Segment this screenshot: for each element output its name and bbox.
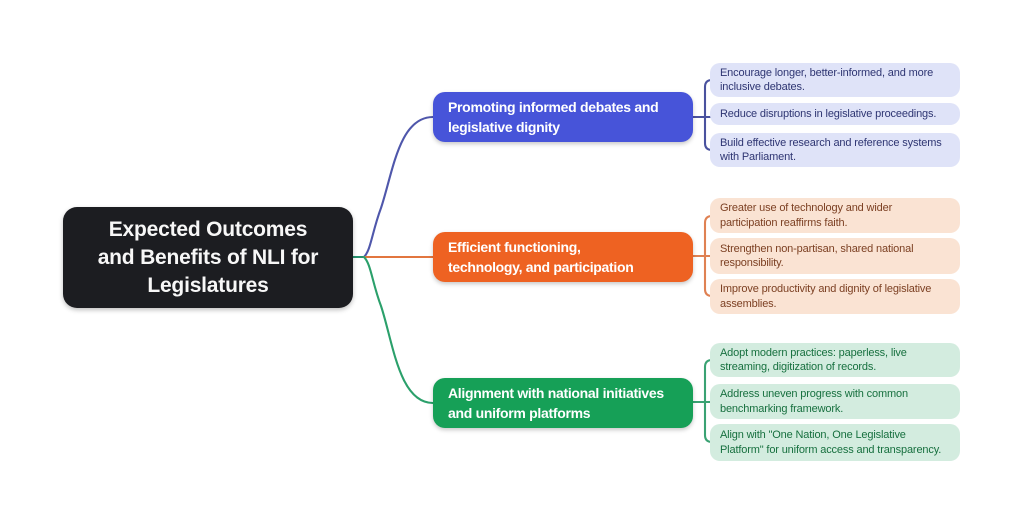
branch-node-efficient-functioning[interactable]: Efficient functioning, technology, and p… [433, 232, 693, 282]
leaf-node-label: Address uneven progress with common benc… [720, 388, 908, 415]
leaf-node-label: Adopt modern practices: paperless, live … [720, 346, 907, 374]
leaf-node-build-research[interactable]: Build effective research and reference s… [710, 133, 960, 167]
leaf-node-address-uneven-progress[interactable]: Address uneven progress with common benc… [710, 384, 960, 419]
leaf-node-label: Improve productivity and dignity of legi… [720, 283, 932, 310]
branch-node-label: Promoting informed debates and legislati… [448, 98, 659, 136]
leaf-node-reduce-disruptions[interactable]: Reduce disruptions in legislative procee… [710, 103, 960, 125]
leaf-node-label: Strengthen non-partisan, shared national… [720, 242, 914, 270]
branch-promoting-bracket-line [703, 78, 714, 152]
leaf-node-label: Greater use of technology and wider part… [720, 202, 893, 229]
root-to-branch-promoting-line [362, 115, 435, 259]
leaf-node-label: Reduce disruptions in legislative procee… [720, 107, 937, 120]
root-to-branch-alignment-line [362, 255, 435, 405]
leaf-node-improve-productivity[interactable]: Improve productivity and dignity of legi… [710, 279, 960, 314]
leaf-node-strengthen-nonpartisan[interactable]: Strengthen non-partisan, shared national… [710, 238, 960, 274]
leaf-node-adopt-modern-practices[interactable]: Adopt modern practices: paperless, live … [710, 343, 960, 377]
root-node-label: Expected Outcomes and Benefits of NLI fo… [97, 217, 319, 297]
root-node[interactable]: Expected Outcomes and Benefits of NLI fo… [63, 207, 353, 308]
leaf-node-greater-technology[interactable]: Greater use of technology and wider part… [710, 198, 960, 233]
leaf-node-label: Align with "One Nation, One Legislative … [720, 429, 942, 456]
branch-node-label: Alignment with national initiatives and … [448, 384, 664, 422]
leaf-node-label: Build effective research and reference s… [720, 136, 942, 164]
leaf-node-encourage-debates[interactable]: Encourage longer, better-informed, and m… [710, 63, 960, 97]
branch-node-alignment-initiatives[interactable]: Alignment with national initiatives and … [433, 378, 693, 428]
leaf-node-label: Encourage longer, better-informed, and m… [720, 66, 934, 94]
branch-node-promoting-debates[interactable]: Promoting informed debates and legislati… [433, 92, 693, 142]
leaf-node-one-nation-platform[interactable]: Align with "One Nation, One Legislative … [710, 424, 960, 461]
branch-node-label: Efficient functioning, technology, and p… [448, 238, 634, 276]
